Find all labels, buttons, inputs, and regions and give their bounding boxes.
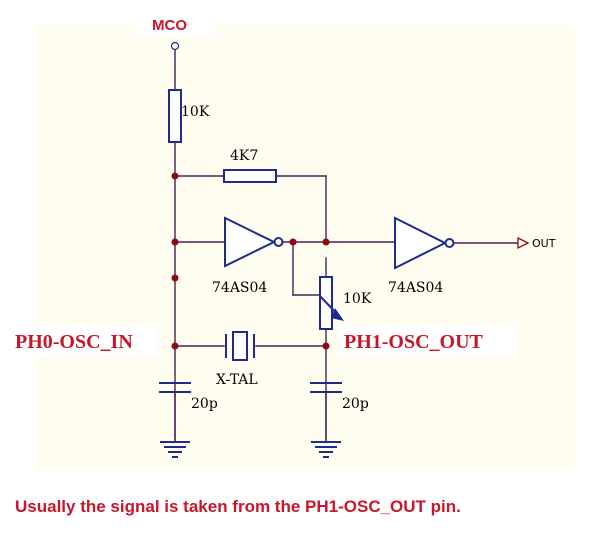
mco-label-background [135, 10, 215, 38]
junction-feedback-right [322, 238, 330, 246]
drawing-area-background [35, 25, 575, 470]
junction-feedback-left [171, 172, 179, 180]
ph0-label-background [10, 325, 158, 357]
ground-left-icon [160, 391, 190, 458]
inverter2-bubble-icon [444, 238, 455, 248]
potentiometer-arrow-icon [331, 308, 344, 321]
junction-left-mid [171, 274, 179, 282]
ph0-label: PH0-OSC_IN [15, 331, 133, 353]
feedback-resistor-label: 4K7 [230, 148, 258, 164]
cap-left-label: 20p [191, 396, 218, 412]
resistor-top-icon [168, 89, 182, 143]
ground-right-icon [311, 391, 341, 458]
ph1-label: PH1-OSC_OUT [344, 331, 484, 353]
output-label: OUT [532, 237, 556, 250]
ph1-label-background [338, 325, 516, 357]
inverter2-label: 74AS04 [388, 280, 443, 296]
caption-text: Usually the signal is taken from the PH1… [15, 497, 461, 516]
potentiometer-label: 10K [343, 291, 372, 307]
inverter1-bubble-icon [273, 237, 284, 247]
junction-ph1 [322, 342, 330, 350]
junction-ph0 [171, 342, 179, 350]
crystal-label: X-TAL [216, 372, 258, 388]
resistor-top-label: 10K [181, 104, 210, 120]
junction-pot-top [289, 238, 297, 246]
crystal-icon [232, 331, 248, 361]
output-arrow-icon [517, 236, 530, 250]
mco-terminal-icon [170, 41, 180, 51]
inverter1-label: 74AS04 [212, 280, 267, 296]
junction-inverter1-input [171, 238, 179, 246]
feedback-resistor-icon [223, 169, 277, 183]
mco-label: MCO [152, 17, 187, 34]
cap-right-label: 20p [342, 396, 369, 412]
inverter2-icon [394, 216, 448, 270]
inverter1-icon [224, 216, 277, 268]
